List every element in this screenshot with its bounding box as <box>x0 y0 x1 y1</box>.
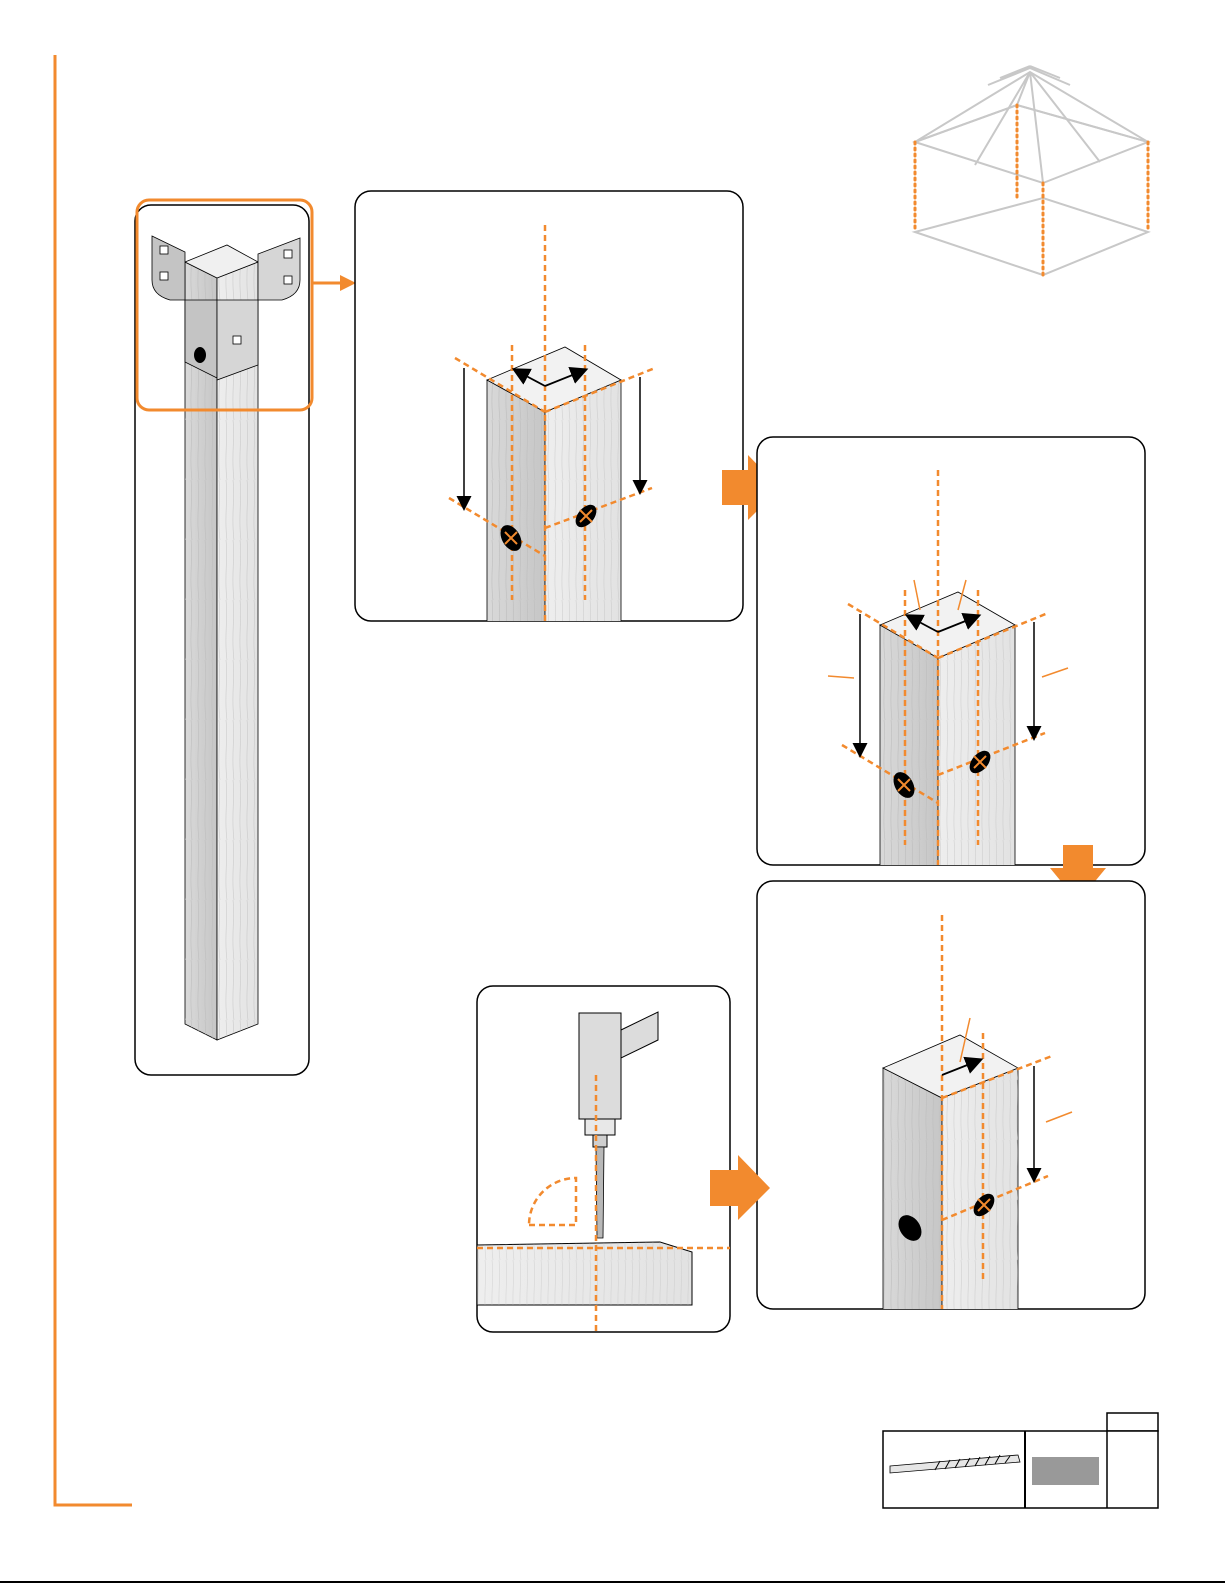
step-panel-overview <box>135 200 356 1075</box>
arrow-right-icon <box>340 275 356 291</box>
page-margin-line <box>55 55 132 1505</box>
parts-table <box>883 1413 1158 1508</box>
part-color-swatch <box>1032 1457 1099 1485</box>
gazebo-frame-icon <box>915 66 1148 275</box>
step-panel-measure-down <box>757 437 1145 880</box>
step-panel-single-side <box>757 881 1145 1320</box>
step-panel-drill <box>477 986 730 1332</box>
step-panel-mark-top <box>355 191 743 640</box>
